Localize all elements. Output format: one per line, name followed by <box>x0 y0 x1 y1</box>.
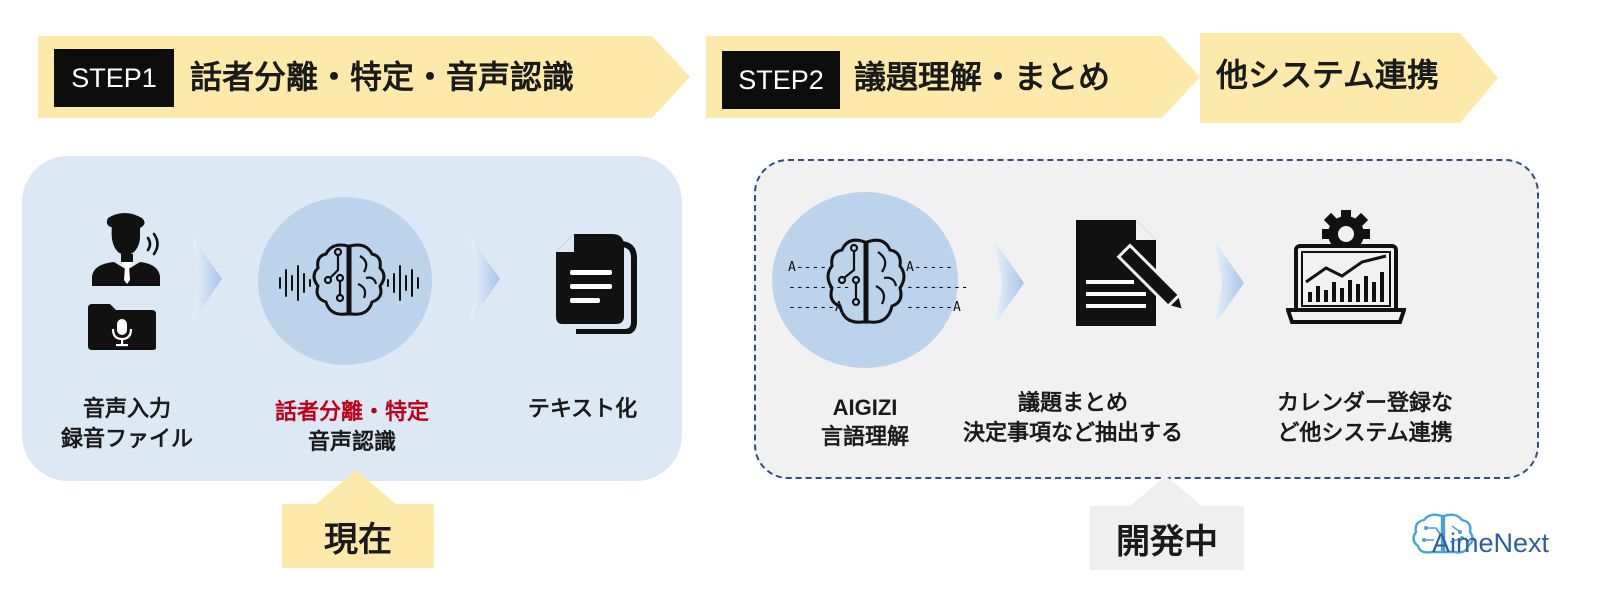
documents-icon <box>554 232 638 335</box>
step2-title: 議題理解・まとめ <box>854 58 1111 96</box>
process-label-highlight: 話者分離・特定 <box>274 400 429 425</box>
integration-label-line2: ど他システム連携 <box>1277 421 1453 446</box>
input-label: 音声入力 録音ファイル <box>52 395 202 455</box>
development-callout-pointer <box>1130 476 1202 506</box>
brain-side-text-right: A----- -------- ------A <box>906 260 969 315</box>
aimenext-logo-icon <box>1412 512 1474 556</box>
brain-side-text-left: A----- -------- ------A <box>788 260 851 315</box>
output-label: テキスト化 <box>510 395 655 425</box>
process-label: 話者分離・特定 音声認識 <box>262 398 442 458</box>
input-label-line1: 音声入力 <box>82 397 171 422</box>
document-pen-icon <box>1074 218 1186 328</box>
step1-badge: STEP1 <box>54 49 174 107</box>
step3-title: 他システム連携 <box>1216 56 1440 94</box>
output-label-line1: テキスト化 <box>527 397 638 422</box>
input-label-line2: 録音ファイル <box>60 427 193 452</box>
current-callout-pointer <box>316 470 396 504</box>
current-status-callout: 現在 <box>282 504 434 568</box>
summary-label-line1: 議題まとめ <box>1017 391 1128 416</box>
step2-badge: STEP2 <box>722 51 840 109</box>
brain-text-icon <box>826 236 906 330</box>
step3-banner <box>1200 33 1498 123</box>
speaking-person-icon <box>86 210 166 286</box>
brain-soundwave-icon <box>276 240 422 326</box>
microphone-folder-icon <box>86 302 158 352</box>
understand-label: AIGIZI 言語理解 <box>790 393 940 453</box>
step1-title: 話者分離・特定・音声認識 <box>190 58 575 96</box>
process-label-line2: 音声認識 <box>307 430 396 455</box>
aimenext-logo-text: AimeNext <box>1432 528 1550 558</box>
laptop-chart-gear-icon <box>1285 210 1407 326</box>
development-status-callout: 開発中 <box>1090 506 1244 570</box>
understand-label-line1: AIGIZI <box>832 395 898 420</box>
understand-label-line2: 言語理解 <box>820 425 909 450</box>
summary-label-line2: 決定事項など抽出する <box>962 421 1183 446</box>
integration-label: カレンダー登録な ど他システム連携 <box>1262 389 1468 449</box>
summary-label: 議題まとめ 決定事項など抽出する <box>946 389 1200 449</box>
integration-label-line1: カレンダー登録な <box>1276 391 1453 416</box>
